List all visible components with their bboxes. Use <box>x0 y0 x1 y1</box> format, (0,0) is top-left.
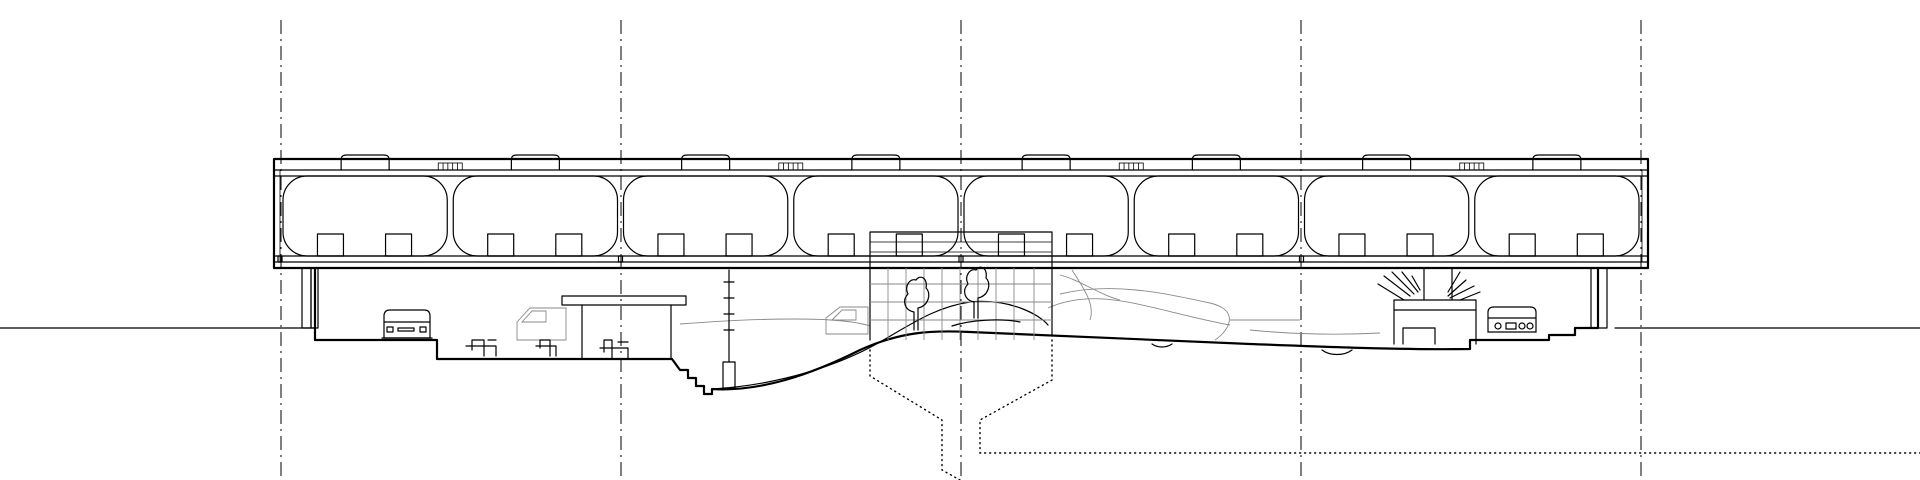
floor-outline <box>313 268 1600 396</box>
roof-vent <box>1459 162 1485 171</box>
sculpture <box>1377 267 1481 345</box>
post-marker <box>617 255 624 263</box>
trees <box>904 266 1021 331</box>
grid-axes <box>280 20 1642 480</box>
roof-vent <box>1118 162 1144 171</box>
glass-pavilion <box>869 231 1053 341</box>
van <box>516 306 869 341</box>
module-box <box>384 233 413 257</box>
roof-structure <box>272 154 1650 329</box>
roof-vent <box>437 162 463 171</box>
wheel-shape <box>1151 343 1353 356</box>
furniture <box>465 339 629 359</box>
module-box <box>725 233 753 257</box>
roof-skylight <box>851 154 901 171</box>
module-box <box>1236 233 1264 257</box>
module-box <box>1406 233 1434 257</box>
roof-skylight <box>681 154 731 171</box>
module-box <box>1576 233 1604 257</box>
roof-skylight <box>1532 154 1582 171</box>
canopy <box>561 295 687 360</box>
landscape <box>679 269 1381 390</box>
roof-modules <box>277 154 1640 263</box>
roof-skylight <box>340 154 390 171</box>
module-box <box>1065 233 1094 257</box>
post-marker <box>277 255 283 263</box>
roof-module <box>1474 175 1640 257</box>
module-box <box>1168 233 1196 257</box>
module-box <box>1338 233 1366 257</box>
car-right <box>1487 306 1537 333</box>
mast <box>722 269 736 389</box>
roof-module <box>793 175 959 257</box>
post-marker <box>1298 255 1305 263</box>
module-box <box>895 233 923 257</box>
module-box <box>657 233 685 257</box>
module-box <box>555 233 583 257</box>
roof-module <box>1133 175 1300 257</box>
car-left <box>381 309 433 339</box>
module-box <box>487 233 515 257</box>
roof-module <box>452 175 619 257</box>
roof-module <box>282 175 448 257</box>
roof-module <box>963 175 1129 257</box>
roof-vent <box>778 162 804 171</box>
support-columns <box>301 267 1608 329</box>
module-box <box>316 233 345 257</box>
roof-skylight <box>1362 154 1412 171</box>
post-marker <box>958 255 964 263</box>
module-box <box>1508 233 1536 257</box>
module-box <box>827 233 855 257</box>
foundation-outline <box>869 334 1920 480</box>
roof-module <box>622 175 789 257</box>
roof-module <box>1303 175 1470 257</box>
roof-skylight <box>510 154 560 171</box>
roof-skylight <box>1021 154 1071 171</box>
roof-skylight <box>1191 154 1241 171</box>
module-box <box>997 233 1026 257</box>
